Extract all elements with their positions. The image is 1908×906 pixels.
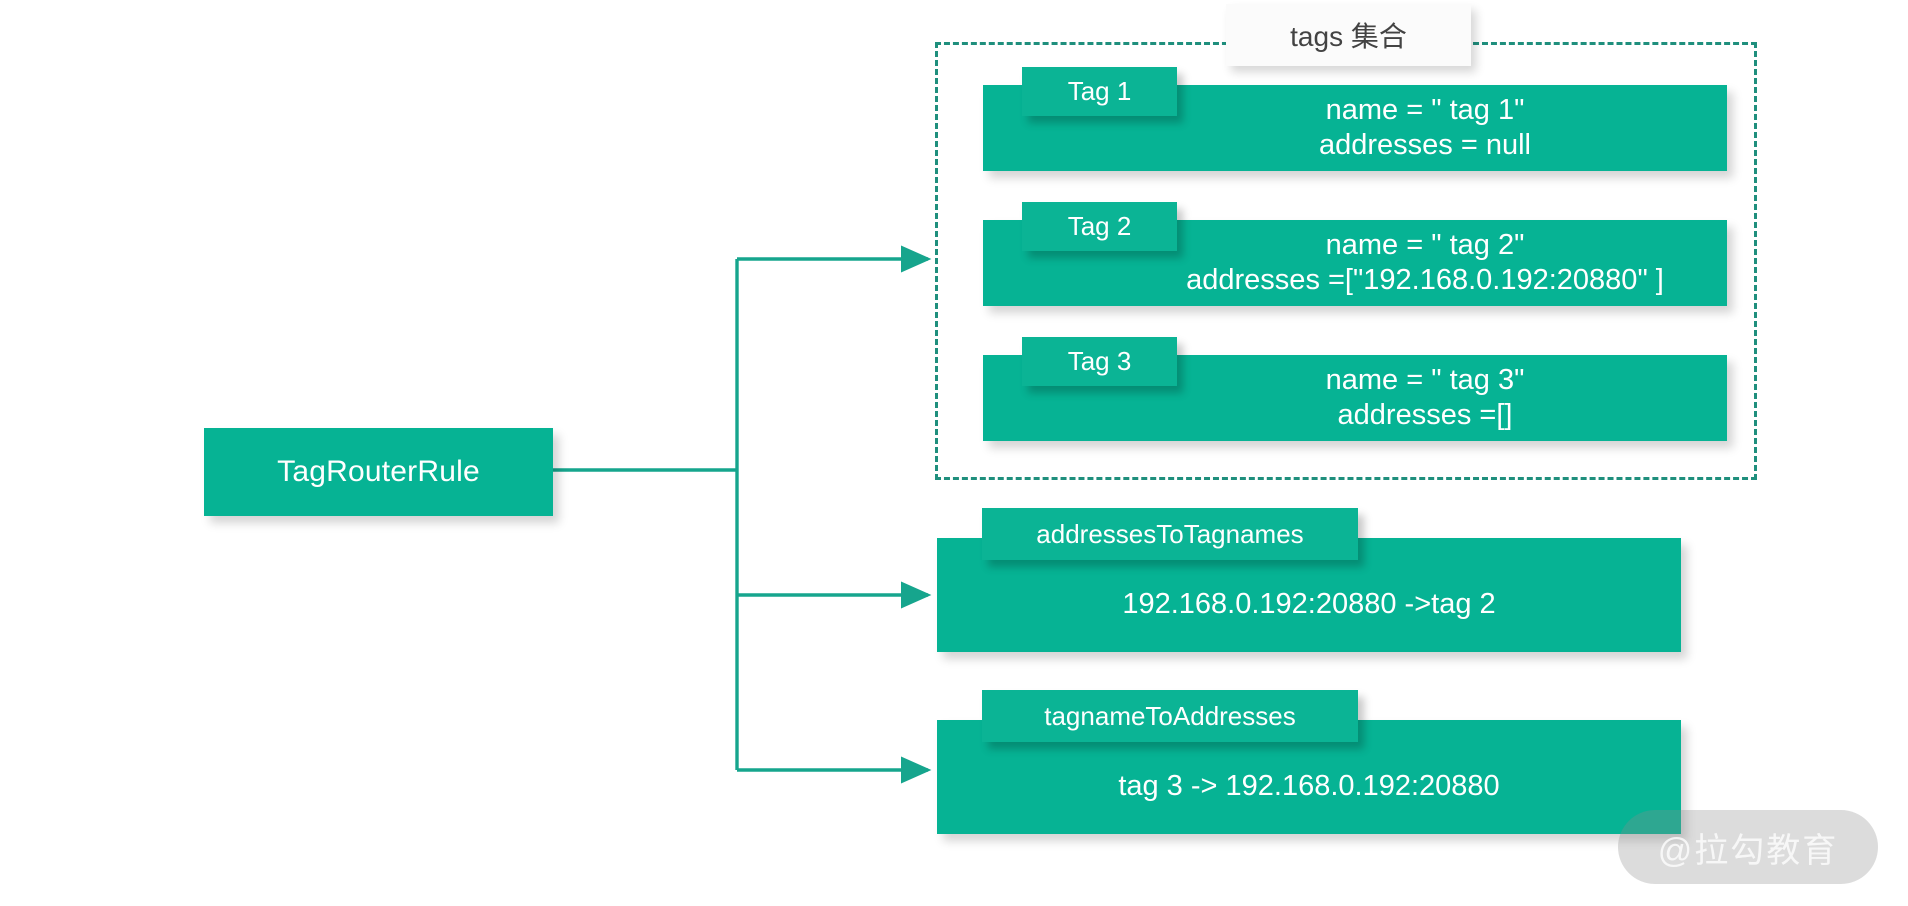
tag-body-1-line2: addresses = null — [1319, 129, 1531, 161]
tag-chip-1[interactable]: Tag 1 — [1022, 67, 1177, 116]
tag-chip-1-label: Tag 1 — [1067, 76, 1132, 106]
map-chip-addresses-to-tagnames-label: addressesToTagnames — [1036, 518, 1304, 549]
map-body-addresses-to-tagnames-entry: 192.168.0.192:20880 ->tag 2 — [1122, 587, 1496, 620]
map-body-tagname-to-addresses-entry: tag 3 -> 192.168.0.192:20880 — [1118, 769, 1500, 802]
watermark-label: @拉勾教育 — [1657, 831, 1839, 870]
tags-group-caption-label: tags 集合 — [1290, 21, 1407, 52]
tag-body-3-line2: addresses =[] — [1337, 399, 1513, 431]
watermark: @拉勾教育 — [1618, 810, 1878, 884]
map-chip-addresses-to-tagnames[interactable]: addressesToTagnames — [982, 508, 1358, 560]
node-tag-router-rule-label: TagRouterRule — [277, 455, 480, 488]
tag-body-1-line1: name = " tag 1" — [1325, 93, 1525, 126]
tags-group-caption: tags 集合 — [1226, 4, 1471, 66]
tag-body-3-line1: name = " tag 3" — [1325, 363, 1525, 396]
map-chip-tagname-to-addresses-label: tagnameToAddresses — [1044, 700, 1296, 731]
tag-chip-3[interactable]: Tag 3 — [1022, 337, 1177, 386]
map-chip-tagname-to-addresses[interactable]: tagnameToAddresses — [982, 690, 1358, 742]
tag-body-2-line2: addresses =["192.168.0.192:20880" ] — [1186, 264, 1664, 296]
tag-chip-2-label: Tag 2 — [1067, 211, 1132, 241]
tag-chip-3-label: Tag 3 — [1067, 346, 1132, 376]
tag-chip-2[interactable]: Tag 2 — [1022, 202, 1177, 251]
node-tag-router-rule[interactable]: TagRouterRule — [204, 428, 553, 516]
tag-body-2-line1: name = " tag 2" — [1325, 228, 1525, 261]
